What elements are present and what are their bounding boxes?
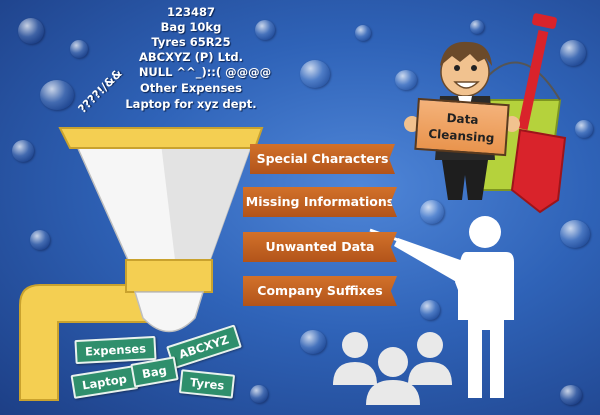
raw-data-line: ABCXYZ (P) Ltd.	[96, 50, 286, 64]
funnel-nozzle	[135, 292, 203, 332]
banner-special-characters: Special Characters	[250, 144, 395, 174]
spade-grip	[532, 13, 558, 30]
raw-data-line: Tyres 65R25	[96, 35, 286, 49]
raw-data-line: 123487	[96, 5, 286, 19]
raw-data-line: Bag 10kg	[96, 20, 286, 34]
man-eye	[454, 65, 460, 71]
presenter-head	[469, 216, 501, 248]
audience	[333, 332, 452, 405]
presenter-body	[455, 252, 514, 398]
funnel-shade	[160, 135, 255, 260]
funnel-neck	[126, 260, 212, 292]
banner-unwanted-data: Unwanted Data	[243, 232, 397, 262]
spade-blade	[512, 130, 565, 212]
data-cleansing-sign: Data Cleansing	[414, 98, 509, 156]
raw-data-line: Other Expenses	[96, 81, 286, 95]
funnel-rim	[60, 128, 262, 148]
raw-data-line: Laptop for xyz dept.	[96, 97, 286, 111]
raw-data-line: NULL ^^_)::( @@@@	[110, 65, 300, 79]
banner-company-suffixes: Company Suffixes	[243, 276, 397, 306]
tag-expenses: Expenses	[74, 336, 156, 364]
man-eye	[471, 65, 477, 71]
banner-missing-informations: Missing Informations	[243, 187, 397, 217]
presenter-arm	[394, 238, 466, 284]
man-legs	[442, 160, 488, 200]
